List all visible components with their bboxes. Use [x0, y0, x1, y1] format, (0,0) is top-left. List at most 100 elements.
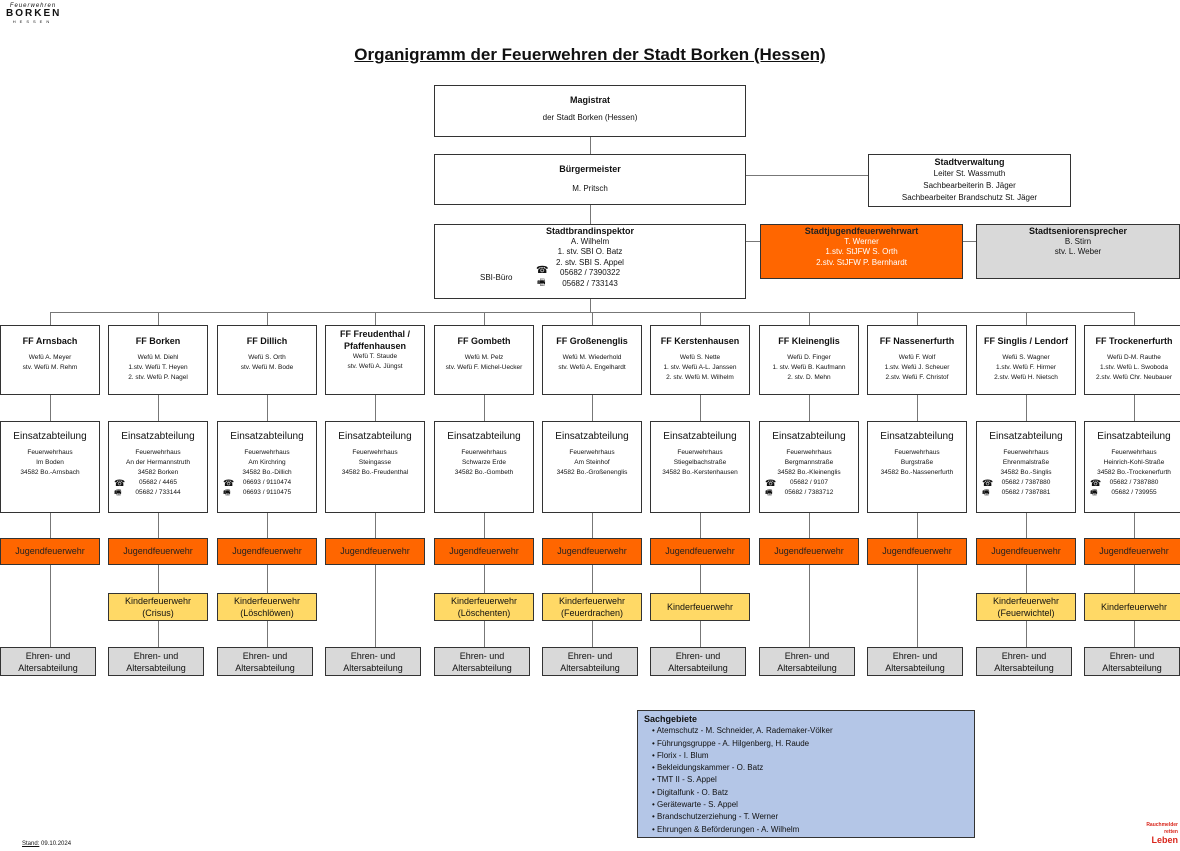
ehren-label: Ehren- und: [350, 651, 396, 661]
connector: [50, 395, 51, 421]
address-line: An der Hermannstruth: [126, 459, 190, 466]
leader-name: Wefü S. Nette: [679, 354, 721, 361]
fax-number: 🖷05682 / 7387881: [977, 488, 1075, 498]
address-line: 34582 Bo.-Großenenglis: [556, 469, 628, 476]
kinderfeuerwehr-box: Kinderfeuerwehr (Feuerdrachen): [542, 593, 642, 621]
fax-value: 05682 / 733144: [135, 489, 181, 496]
alters-label: Altersabteilung: [668, 663, 728, 673]
jugendfeuerwehr-box: Jugendfeuerwehr: [217, 538, 317, 565]
address-line: 34582 Bo.-Gombeth: [454, 469, 514, 476]
einsatzabteilung-label: Einsatzabteilung: [555, 431, 629, 442]
connector: [375, 395, 376, 421]
phone-icon: ☎: [982, 478, 994, 488]
phone-number: ☎05682 / 7387880: [977, 478, 1075, 488]
fax-icon: 🖷: [1090, 488, 1098, 497]
address-line: Schwarze Erde: [461, 459, 507, 466]
leader-name: 2. stv. Wefü M. Wilhelm: [666, 374, 734, 381]
kinderfeuerwehr-label: (Feuerdrachen): [560, 608, 624, 618]
einsatzabteilung-label: Einsatzabteilung: [663, 431, 737, 442]
connector: [267, 395, 268, 421]
einsatzabteilung-label: Einsatzabteilung: [13, 431, 87, 442]
jugendfeuerwehr-box: Jugendfeuerwehr: [1084, 538, 1180, 565]
connector: [1134, 395, 1135, 421]
connector: [1134, 513, 1135, 538]
leader-name: 2.stv. Wefü Chr. Neubauer: [1096, 374, 1172, 381]
connector: [158, 395, 159, 421]
kinderfeuerwehr-label: Kinderfeuerwehr: [558, 596, 626, 606]
einsatzabteilung-label: Einsatzabteilung: [338, 431, 412, 442]
address-line: Feuerwehrhaus: [27, 449, 73, 456]
kinderfeuerwehr-label: (Löschenten): [457, 608, 511, 618]
connector: [592, 513, 593, 538]
connector: [484, 513, 485, 538]
connector: [50, 312, 51, 325]
leader-name: stv. Wefü A. Jüngst: [347, 363, 403, 370]
leader-name: 2. stv. Wefü P. Nagel: [128, 374, 188, 381]
leader-name: Wefü M. Diehl: [137, 354, 179, 361]
alters-label: Altersabteilung: [18, 663, 78, 673]
connector: [375, 565, 376, 647]
stadtseniorensprecher-box: Stadtseniorensprecher B. Stirn stv. L. W…: [976, 224, 1180, 279]
connector: [590, 205, 591, 224]
leader-name: Wefü T. Staude: [352, 353, 398, 360]
ehren-label: Ehren- und: [242, 651, 288, 661]
connector: [917, 312, 918, 325]
connector: [590, 137, 591, 154]
fax-number: 🖷05682 / 739955: [1085, 488, 1180, 498]
connector: [158, 312, 159, 325]
address-line: Feuerwehrhaus: [461, 449, 507, 456]
ff-name: FF Kleinenglis: [778, 336, 840, 346]
connector: [1026, 395, 1027, 421]
ff-name: FF Trockenerfurth: [1095, 336, 1173, 346]
connector: [484, 395, 485, 421]
ehren-label: Ehren- und: [784, 651, 830, 661]
alters-label: Altersabteilung: [343, 663, 403, 673]
address-line: 34582 Bo.-Kerstenhausen: [662, 469, 738, 476]
connector: [1026, 312, 1027, 325]
address-line: Heinrich-Kohl-Straße: [1103, 459, 1165, 466]
buergermeister-box: Bürgermeister M. Pritsch: [434, 154, 746, 205]
kinderfeuerwehr-label: Kinderfeuerwehr: [124, 596, 192, 606]
address-line: 34582 Bo.-Arnsbach: [20, 469, 80, 476]
connector: [590, 299, 591, 312]
sachgebiet-item: • Digitalfunk - O. Batz: [652, 787, 729, 797]
leader-name: Wefü A. Meyer: [28, 354, 72, 361]
fax-value: 05682 / 7383712: [784, 489, 834, 496]
kinderfeuerwehr-label: Kinderfeuerwehr: [233, 596, 301, 606]
stand-date: Stand: 09.10.2024: [22, 841, 72, 847]
jugendfeuerwehr-box: Jugendfeuerwehr: [650, 538, 750, 565]
einsatzabteilung-label: Einsatzabteilung: [880, 431, 954, 442]
ehren-label: Ehren- und: [567, 651, 613, 661]
connector: [592, 312, 593, 325]
address-line: Feuerwehrhaus: [244, 449, 290, 456]
jugendfeuerwehr-box: Jugendfeuerwehr: [325, 538, 425, 565]
address-line: 34582 Bo.-Nassenerfurth: [880, 469, 954, 476]
leader-name: 1.stv. Wefü J. Scheuer: [884, 364, 950, 371]
fax-icon: 🖷: [537, 277, 546, 287]
jugendfeuerwehr-box: Jugendfeuerwehr: [976, 538, 1076, 565]
fax-icon: 🖷: [765, 488, 773, 497]
connector: [917, 513, 918, 538]
ff-name: FF Singlis / Lendorf: [984, 336, 1068, 346]
kinderfeuerwehr-box: Kinderfeuerwehr(Crisus): [108, 593, 208, 621]
address-line: Feuerwehrhaus: [352, 449, 398, 456]
connector: [746, 175, 868, 176]
ehren-label: Ehren- und: [25, 651, 71, 661]
kinderfeuerwehr-box: Kinderfeuerwehr(Löschenten): [434, 593, 534, 621]
fax-icon: 🖷: [982, 488, 990, 497]
address-line: 34582 Bo.-Kleinenglis: [777, 469, 841, 476]
phone-number: ☎05682 / 7387880: [1085, 478, 1180, 488]
phone-icon: ☎: [536, 265, 549, 276]
address-line: Steingasse: [358, 459, 392, 466]
